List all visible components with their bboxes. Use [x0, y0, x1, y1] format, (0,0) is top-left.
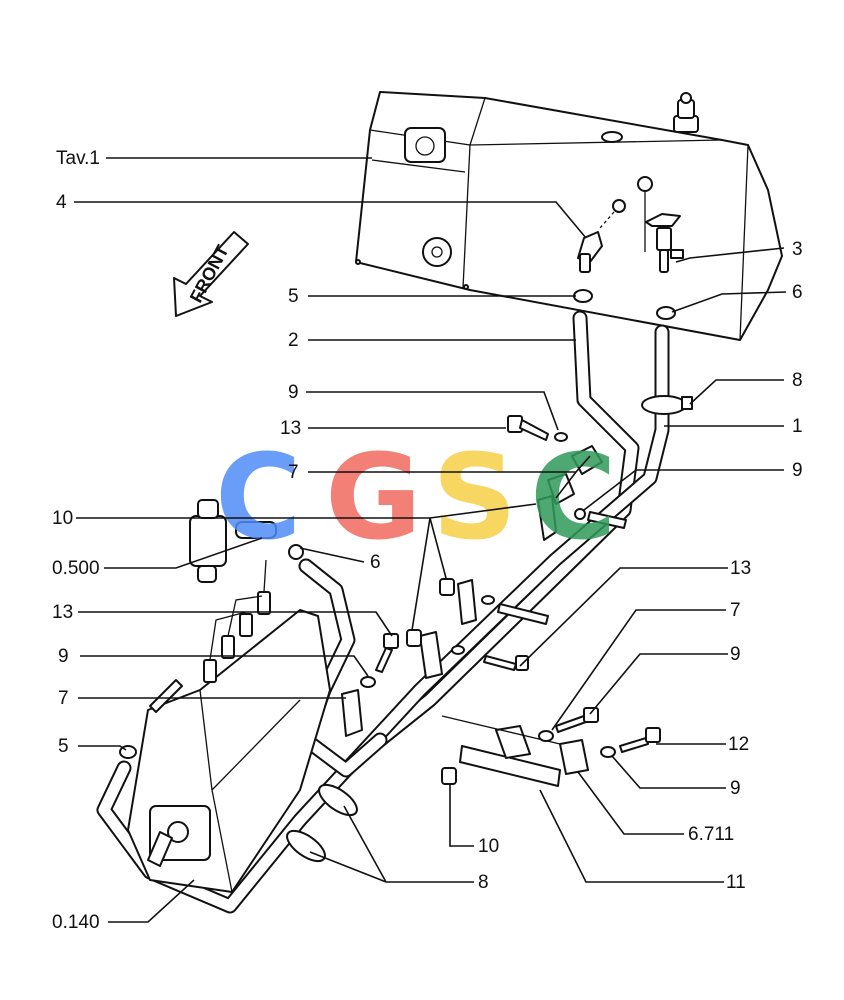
fuel-tap [637, 176, 684, 273]
label-8: 8 [792, 370, 803, 391]
label-4: 4 [56, 192, 67, 213]
label-13: 13 [280, 418, 301, 439]
label-tav1: Tav.1 [56, 148, 100, 169]
callout-labels: Tav.1 4 3 5 6 2 8 9 1 13 7 9 10 0.500 6 … [52, 148, 803, 933]
watermark-letter-c2: C [530, 428, 617, 566]
sealing-washer [573, 289, 593, 303]
label-10: 10 [478, 836, 499, 857]
label-9: 9 [288, 382, 299, 403]
label-5: 5 [288, 286, 299, 307]
label-7: 7 [58, 688, 69, 709]
label-6: 6 [370, 552, 381, 573]
front-arrow: FRONT [173, 231, 249, 317]
label-9: 9 [792, 460, 803, 481]
label-9: 9 [58, 646, 69, 667]
label-9: 9 [730, 644, 741, 665]
watermark-letter-s: S [432, 428, 517, 566]
label-3: 3 [792, 239, 803, 260]
label-1: 1 [792, 416, 803, 437]
label-2: 2 [288, 330, 299, 351]
injection-pump [119, 559, 331, 893]
washer [600, 746, 616, 758]
label-10: 10 [52, 508, 73, 529]
watermark-letter-c: C [215, 428, 302, 566]
nut [441, 767, 457, 785]
label-8: 8 [478, 872, 489, 893]
washer [554, 432, 568, 442]
hose-clamp [318, 783, 358, 817]
watermark-letter-g: G [325, 428, 422, 566]
washer [360, 676, 376, 688]
label-6711: 6.711 [688, 824, 734, 845]
filler-cap [673, 92, 699, 133]
fuel-tank [355, 91, 783, 341]
bolt-13-top [507, 415, 549, 441]
clip-7-top [537, 445, 627, 541]
label-13: 13 [52, 602, 73, 623]
label-0500: 0.500 [52, 558, 100, 579]
watermark: C G S C [215, 428, 617, 566]
svg-text:FRONT: FRONT [186, 242, 233, 306]
banjo-fitting [577, 199, 626, 273]
hose-clamp [641, 395, 687, 415]
label-6: 6 [792, 282, 803, 303]
label-11: 11 [726, 872, 746, 893]
label-7: 7 [730, 600, 741, 621]
label-12: 12 [728, 734, 749, 755]
bracket [441, 715, 589, 787]
label-5: 5 [58, 736, 69, 757]
clip-7-mid [406, 578, 549, 679]
hose-clamp [286, 829, 326, 863]
washer [538, 730, 554, 742]
leader-lines [74, 157, 787, 923]
bolt-9 [555, 707, 599, 733]
label-9: 9 [730, 778, 741, 799]
bolt-12 [619, 727, 661, 753]
label-7: 7 [288, 462, 299, 483]
label-0140: 0.140 [52, 912, 100, 933]
bolt-13-left [375, 633, 399, 673]
label-13: 13 [730, 558, 751, 579]
clip-7-left [341, 689, 363, 737]
sealing-washer [656, 306, 676, 320]
